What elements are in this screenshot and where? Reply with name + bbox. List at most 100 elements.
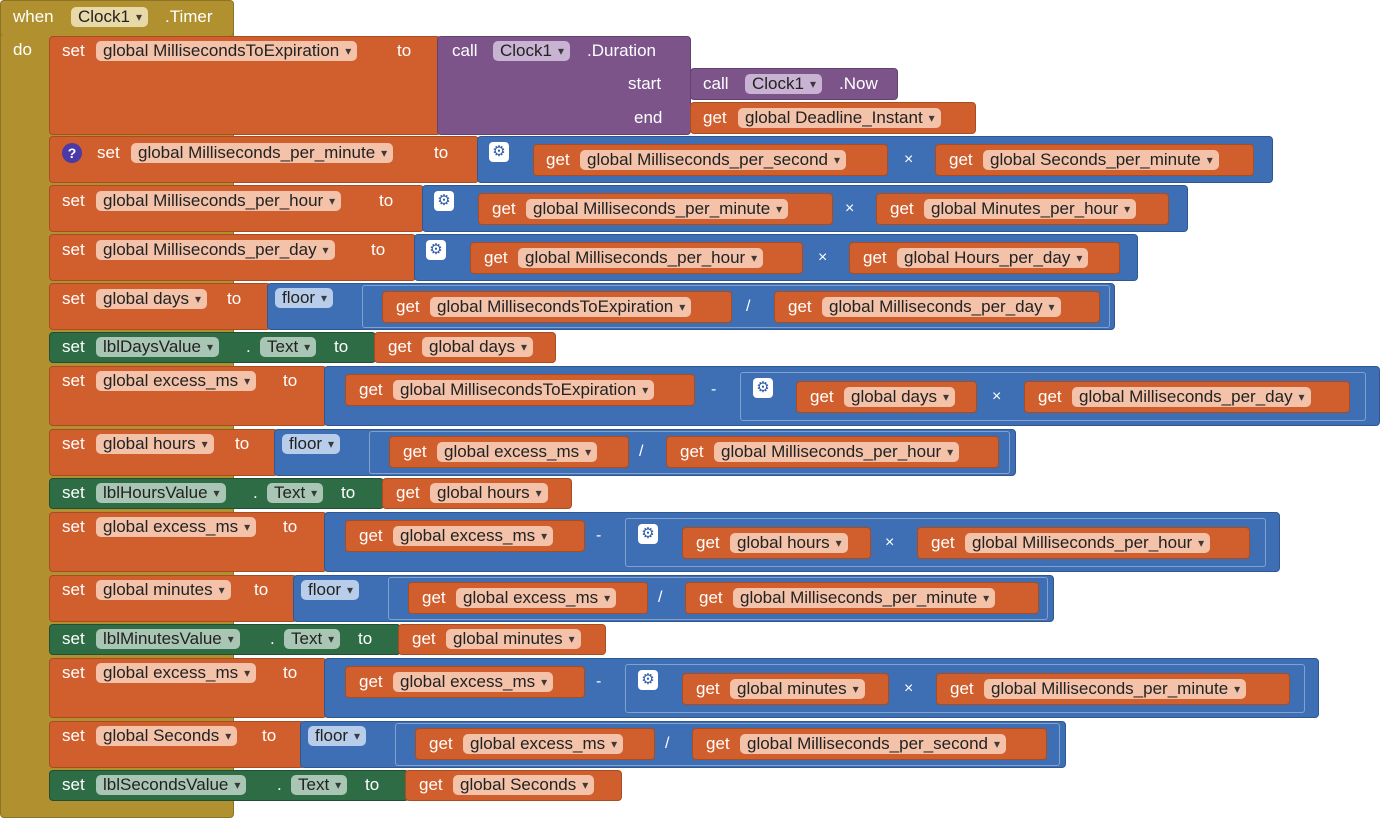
- get-label: get: [429, 734, 453, 753]
- var-dropdown-excess-ms[interactable]: global excess_ms: [96, 371, 257, 391]
- get-label: get: [1038, 387, 1062, 406]
- set-label: set: [62, 434, 85, 453]
- help-icon[interactable]: ?: [62, 143, 82, 163]
- component-dropdown-lbl-days[interactable]: lblDaysValue: [96, 337, 219, 357]
- multiply-operator: ×: [885, 534, 895, 551]
- var-dropdown-days[interactable]: global days: [422, 337, 534, 357]
- var-dropdown-deadline[interactable]: global Deadline_Instant: [738, 108, 941, 128]
- property-dropdown-text[interactable]: Text: [291, 775, 348, 795]
- var-dropdown-ms-per-hour[interactable]: global Milliseconds_per_hour: [714, 442, 960, 462]
- var-dropdown-ms-per-day[interactable]: global Milliseconds_per_day: [96, 240, 335, 260]
- get-label: get: [359, 672, 383, 691]
- multiply-operator: ×: [904, 151, 914, 168]
- call-label: call: [452, 41, 478, 60]
- floor-dropdown[interactable]: floor: [275, 288, 334, 308]
- duration-component-dropdown[interactable]: Clock1: [493, 41, 570, 61]
- component-dropdown-lbl-minutes[interactable]: lblMinutesValue: [96, 629, 240, 649]
- var-dropdown-ms-per-minute[interactable]: global Milliseconds_per_minute: [131, 143, 394, 163]
- var-dropdown-minutes[interactable]: global minutes: [446, 629, 581, 649]
- event-component-dropdown[interactable]: Clock1: [71, 7, 148, 27]
- do-label: do: [13, 40, 32, 59]
- var-dropdown-excess-ms[interactable]: global excess_ms: [393, 672, 554, 692]
- mutator-gear-icon[interactable]: ⚙: [489, 142, 509, 162]
- set-label: set: [62, 483, 85, 502]
- var-dropdown-seconds[interactable]: global Seconds: [96, 726, 238, 746]
- set-label: set: [62, 371, 85, 390]
- get-label: get: [863, 248, 887, 267]
- dot-label: .: [270, 629, 275, 648]
- get-label: get: [359, 526, 383, 545]
- var-dropdown-excess-ms[interactable]: global excess_ms: [463, 734, 624, 754]
- dot-label: .: [253, 483, 258, 502]
- mutator-gear-icon[interactable]: ⚙: [434, 191, 454, 211]
- var-dropdown-ms-per-day[interactable]: global Milliseconds_per_day: [1072, 387, 1311, 407]
- property-dropdown-text[interactable]: Text: [267, 483, 324, 503]
- var-dropdown-ms-to-expiration[interactable]: global MillisecondsToExpiration: [96, 41, 358, 61]
- var-dropdown-min-per-hour[interactable]: global Minutes_per_hour: [924, 199, 1137, 219]
- var-dropdown-days[interactable]: global days: [96, 289, 208, 309]
- var-dropdown-ms-per-minute[interactable]: global Milliseconds_per_minute: [526, 199, 789, 219]
- to-label: to: [235, 434, 250, 453]
- var-dropdown-excess-ms[interactable]: global excess_ms: [96, 517, 257, 537]
- component-dropdown-lbl-hours[interactable]: lblHoursValue: [96, 483, 226, 503]
- get-label: get: [788, 297, 812, 316]
- property-dropdown-text[interactable]: Text: [284, 629, 341, 649]
- var-dropdown-excess-ms[interactable]: global excess_ms: [437, 442, 598, 462]
- var-dropdown-ms-to-expiration[interactable]: global MillisecondsToExpiration: [430, 297, 692, 317]
- set-label: set: [62, 517, 85, 536]
- set-label: set: [62, 337, 85, 356]
- var-dropdown-ms-per-hour[interactable]: global Milliseconds_per_hour: [518, 248, 764, 268]
- get-label: get: [419, 775, 443, 794]
- event-name-label: .Timer: [165, 7, 213, 26]
- multiply-operator: ×: [904, 680, 914, 697]
- set-label: set: [62, 726, 85, 745]
- get-label: get: [810, 387, 834, 406]
- var-dropdown-ms-per-second[interactable]: global Milliseconds_per_second: [580, 150, 846, 170]
- var-dropdown-ms-per-minute[interactable]: global Milliseconds_per_minute: [984, 679, 1247, 699]
- var-dropdown-ms-per-second[interactable]: global Milliseconds_per_second: [740, 734, 1006, 754]
- floor-dropdown[interactable]: floor: [301, 580, 360, 600]
- var-dropdown-ms-per-minute[interactable]: global Milliseconds_per_minute: [733, 588, 996, 608]
- get-label: get: [703, 108, 727, 127]
- var-dropdown-hours[interactable]: global hours: [430, 483, 548, 503]
- var-dropdown-ms-to-expiration[interactable]: global MillisecondsToExpiration: [393, 380, 655, 400]
- get-label: get: [396, 483, 420, 502]
- var-dropdown-ms-per-hour[interactable]: global Milliseconds_per_hour: [965, 533, 1211, 553]
- var-dropdown-excess-ms[interactable]: global excess_ms: [456, 588, 617, 608]
- var-dropdown-sec-per-minute[interactable]: global Seconds_per_minute: [983, 150, 1219, 170]
- var-dropdown-minutes[interactable]: global minutes: [730, 679, 865, 699]
- minus-operator: -: [596, 527, 602, 544]
- mutator-gear-icon[interactable]: ⚙: [753, 378, 773, 398]
- var-dropdown-excess-ms[interactable]: global excess_ms: [393, 526, 554, 546]
- duration-method-label: .Duration: [587, 41, 656, 60]
- now-component-dropdown[interactable]: Clock1: [745, 74, 822, 94]
- var-dropdown-ms-per-hour[interactable]: global Milliseconds_per_hour: [96, 191, 342, 211]
- var-dropdown-hours[interactable]: global hours: [96, 434, 214, 454]
- get-label: get: [422, 588, 446, 607]
- var-dropdown-seconds[interactable]: global Seconds: [453, 775, 595, 795]
- divide-operator: /: [665, 735, 670, 752]
- get-label: get: [359, 380, 383, 399]
- floor-dropdown[interactable]: floor: [282, 434, 341, 454]
- property-dropdown-text[interactable]: Text: [260, 337, 317, 357]
- var-dropdown-excess-ms[interactable]: global excess_ms: [96, 663, 257, 683]
- var-dropdown-ms-per-day[interactable]: global Milliseconds_per_day: [822, 297, 1061, 317]
- floor-dropdown[interactable]: floor: [308, 726, 367, 746]
- var-dropdown-hours-per-day[interactable]: global Hours_per_day: [897, 248, 1089, 268]
- divide-operator: /: [658, 589, 663, 606]
- get-label: get: [696, 679, 720, 698]
- var-dropdown-days[interactable]: global days: [844, 387, 956, 407]
- get-label: get: [403, 442, 427, 461]
- set-label: set: [62, 580, 85, 599]
- var-dropdown-minutes[interactable]: global minutes: [96, 580, 231, 600]
- set-label: set: [62, 240, 85, 259]
- set-label: set: [62, 191, 85, 210]
- var-dropdown-hours[interactable]: global hours: [730, 533, 848, 553]
- to-label: to: [283, 663, 298, 682]
- to-label: to: [283, 371, 298, 390]
- mutator-gear-icon[interactable]: ⚙: [638, 670, 658, 690]
- mutator-gear-icon[interactable]: ⚙: [638, 524, 658, 544]
- multiply-operator: ×: [845, 200, 855, 217]
- mutator-gear-icon[interactable]: ⚙: [426, 240, 446, 260]
- component-dropdown-lbl-seconds[interactable]: lblSecondsValue: [96, 775, 247, 795]
